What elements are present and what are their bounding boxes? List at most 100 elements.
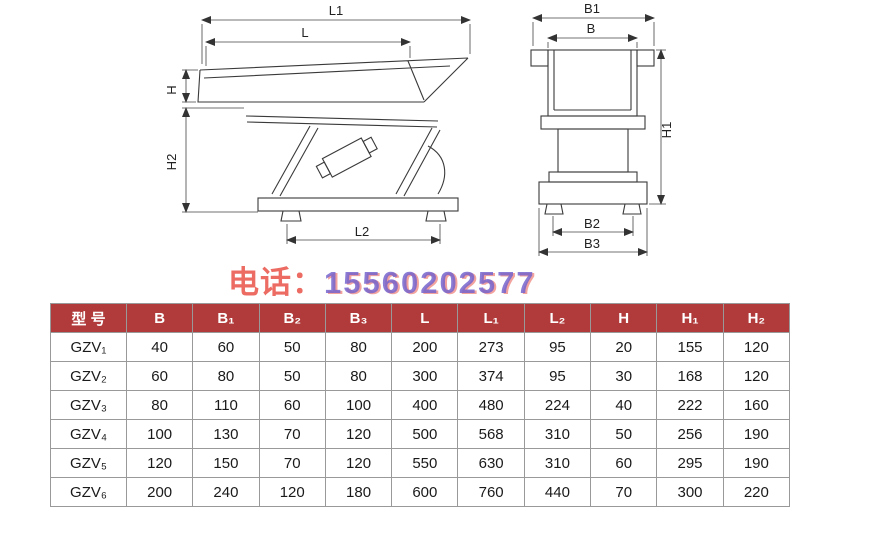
value-cell: 40: [590, 390, 658, 420]
value-cell: 295: [656, 448, 724, 478]
value-cell: 310: [523, 419, 592, 449]
value-cell: 110: [192, 390, 260, 420]
side-view: [197, 57, 469, 222]
value-cell: 500: [391, 419, 459, 449]
model-cell: GZV₅: [50, 448, 127, 478]
value-cell: 130: [192, 419, 260, 449]
dim-label-h1: H1: [659, 122, 674, 139]
vibrator-motor: [315, 136, 378, 179]
value-cell: 120: [722, 332, 791, 362]
value-cell: 50: [258, 332, 326, 362]
value-cell: 120: [324, 448, 393, 478]
value-cell: 374: [457, 361, 525, 391]
value-cell: 70: [590, 477, 658, 507]
value-cell: 180: [324, 477, 393, 507]
column-header: B₁: [192, 303, 260, 333]
front-view-dimensions: [532, 14, 666, 256]
value-cell: 240: [192, 477, 260, 507]
value-cell: 120: [125, 448, 194, 478]
column-header: L: [391, 303, 459, 333]
dim-label-b3: B3: [584, 236, 600, 251]
value-cell: 224: [523, 390, 592, 420]
value-cell: 200: [391, 332, 459, 362]
value-cell: 70: [258, 448, 326, 478]
value-cell: 150: [192, 448, 260, 478]
value-cell: 440: [523, 477, 592, 507]
value-cell: 100: [324, 390, 393, 420]
model-cell: GZV₂: [50, 361, 127, 391]
dimension-labels: L1 L H H2 L2 B1 B H1 B2 B3: [164, 1, 674, 251]
model-cell: GZV₆: [50, 477, 127, 507]
column-header: 型 号: [50, 303, 127, 333]
value-cell: 80: [192, 361, 260, 391]
value-cell: 600: [391, 477, 459, 507]
column-header: H₁: [656, 303, 724, 333]
model-cell: GZV₄: [50, 419, 127, 449]
value-cell: 273: [457, 332, 525, 362]
column-header: L₁: [457, 303, 525, 333]
dim-label-b: B: [587, 21, 596, 36]
value-cell: 190: [722, 419, 791, 449]
value-cell: 80: [324, 332, 393, 362]
dim-label-l2: L2: [355, 224, 369, 239]
value-cell: 95: [523, 332, 592, 362]
column-header: H: [590, 303, 658, 333]
dim-label-b1: B1: [584, 1, 600, 16]
value-cell: 200: [125, 477, 194, 507]
value-cell: 155: [656, 332, 724, 362]
feeder-drawing-svg: L1 L H H2 L2 B1 B H1 B2 B3: [164, 1, 674, 256]
value-cell: 60: [258, 390, 326, 420]
value-cell: 95: [523, 361, 592, 391]
value-cell: 70: [258, 419, 326, 449]
value-cell: 160: [722, 390, 791, 420]
value-cell: 60: [590, 448, 658, 478]
value-cell: 20: [590, 332, 658, 362]
value-cell: 168: [656, 361, 724, 391]
technical-drawing: L1 L H H2 L2 B1 B H1 B2 B3 电话：1556020257…: [164, 1, 674, 300]
value-cell: 222: [656, 390, 724, 420]
model-cell: GZV₃: [50, 390, 127, 420]
dim-label-l1: L1: [329, 3, 343, 18]
value-cell: 630: [457, 448, 525, 478]
value-cell: 220: [722, 477, 791, 507]
value-cell: 40: [125, 332, 194, 362]
column-header: B: [125, 303, 194, 333]
value-cell: 300: [656, 477, 724, 507]
value-cell: 60: [192, 332, 260, 362]
value-cell: 550: [391, 448, 459, 478]
side-view-dimensions: [182, 16, 471, 244]
dim-label-h: H: [164, 85, 179, 94]
value-cell: 568: [457, 419, 525, 449]
value-cell: 760: [457, 477, 525, 507]
value-cell: 400: [391, 390, 459, 420]
value-cell: 310: [523, 448, 592, 478]
value-cell: 120: [722, 361, 791, 391]
value-cell: 80: [324, 361, 393, 391]
value-cell: 80: [125, 390, 194, 420]
value-cell: 120: [324, 419, 393, 449]
value-cell: 190: [722, 448, 791, 478]
dim-label-b2: B2: [584, 216, 600, 231]
value-cell: 100: [125, 419, 194, 449]
value-cell: 50: [590, 419, 658, 449]
front-view: [530, 49, 655, 215]
value-cell: 30: [590, 361, 658, 391]
value-cell: 300: [391, 361, 459, 391]
value-cell: 50: [258, 361, 326, 391]
value-cell: 480: [457, 390, 525, 420]
column-header: B₃: [324, 303, 393, 333]
column-header: L₂: [523, 303, 592, 333]
dim-label-l: L: [301, 25, 308, 40]
column-header: B₂: [258, 303, 326, 333]
dim-label-h2: H2: [164, 154, 179, 171]
value-cell: 120: [258, 477, 326, 507]
